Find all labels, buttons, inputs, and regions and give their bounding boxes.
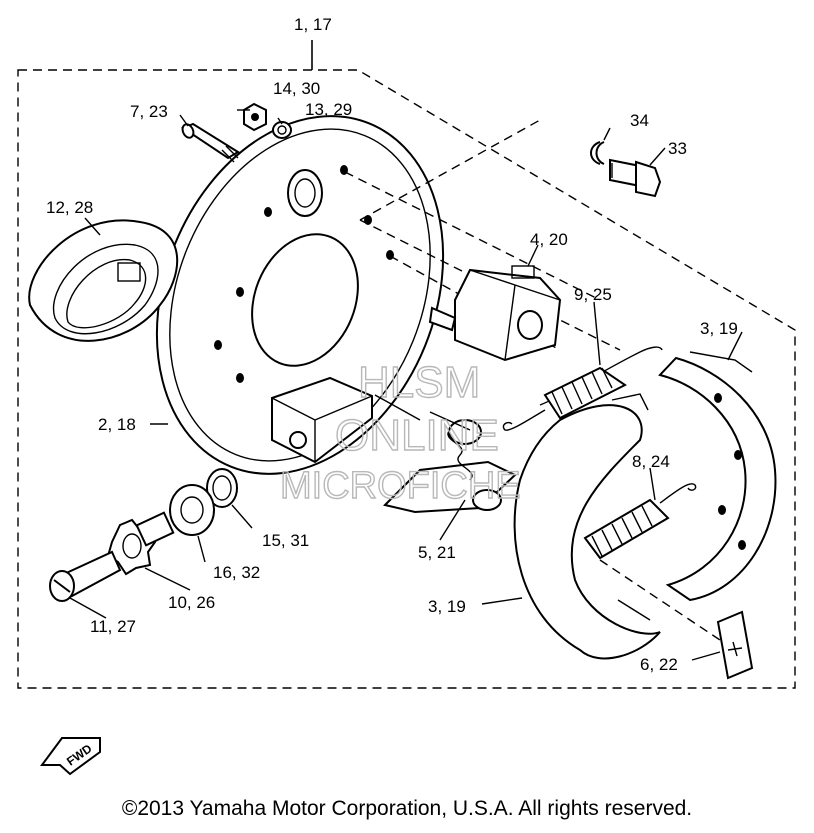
- callout-13-29: 13, 29: [305, 100, 352, 119]
- callout-16-32: 16, 32: [213, 563, 260, 582]
- pin: [180, 122, 240, 163]
- brake-shoe-upper: [658, 351, 777, 602]
- callout-12-28: 12, 28: [46, 198, 93, 217]
- callout-3-19-upper: 3, 19: [700, 319, 738, 338]
- callout-7-23: 7, 23: [130, 102, 168, 121]
- callout-10-26: 10, 26: [168, 593, 215, 612]
- svg-text:HLSM: HLSM: [358, 358, 480, 407]
- copyright-notice: ©2013 Yamaha Motor Corporation, U.S.A. A…: [121, 797, 693, 820]
- adjuster-gear: [106, 511, 175, 576]
- callout-6-22: 6, 22: [640, 655, 678, 674]
- callouts: 1, 17 14, 30 13, 29 7, 23 34 33 12, 28 4…: [46, 15, 738, 674]
- adjuster-screw: [49, 550, 122, 602]
- callout-14-30: 14, 30: [273, 79, 320, 98]
- shoe-plate: [716, 610, 754, 680]
- callout-3-19-lower: 3, 19: [428, 597, 466, 616]
- svg-text:MICROFICHE: MICROFICHE: [280, 465, 521, 507]
- callout-2-18: 2, 18: [98, 415, 136, 434]
- assembly-boundary: [17, 69, 796, 689]
- callout-11-27: 11, 27: [90, 617, 136, 636]
- lower-return-spring: [583, 483, 697, 560]
- svg-text:ONLINE: ONLINE: [335, 411, 499, 460]
- bolt: [609, 158, 662, 198]
- lock-washer: [590, 141, 605, 165]
- adjuster-block: [428, 265, 562, 362]
- callout-4-20: 4, 20: [530, 230, 568, 249]
- cam-lever: [271, 376, 373, 464]
- callout-15-31: 15, 31: [262, 531, 309, 550]
- brake-shoe-lower: [513, 393, 661, 660]
- cam-spring: [374, 394, 517, 514]
- callout-33: 33: [668, 139, 687, 158]
- dust-seal: [28, 219, 179, 342]
- o-ring: [206, 468, 238, 508]
- watermark: HLSM ONLINE MICROFICHE: [279, 357, 521, 507]
- leader-lines: [69, 109, 743, 661]
- washer: [272, 121, 292, 139]
- callout-8-24: 8, 24: [632, 452, 670, 471]
- callout-5-21: 5, 21: [418, 543, 456, 562]
- fwd-arrow-icon: FWD: [40, 737, 101, 776]
- callout-1-17: 1, 17: [294, 15, 332, 34]
- thrust-washer: [169, 484, 215, 536]
- callout-9-25: 9, 25: [574, 285, 612, 304]
- callout-34: 34: [630, 111, 649, 130]
- upper-return-spring: [502, 346, 663, 431]
